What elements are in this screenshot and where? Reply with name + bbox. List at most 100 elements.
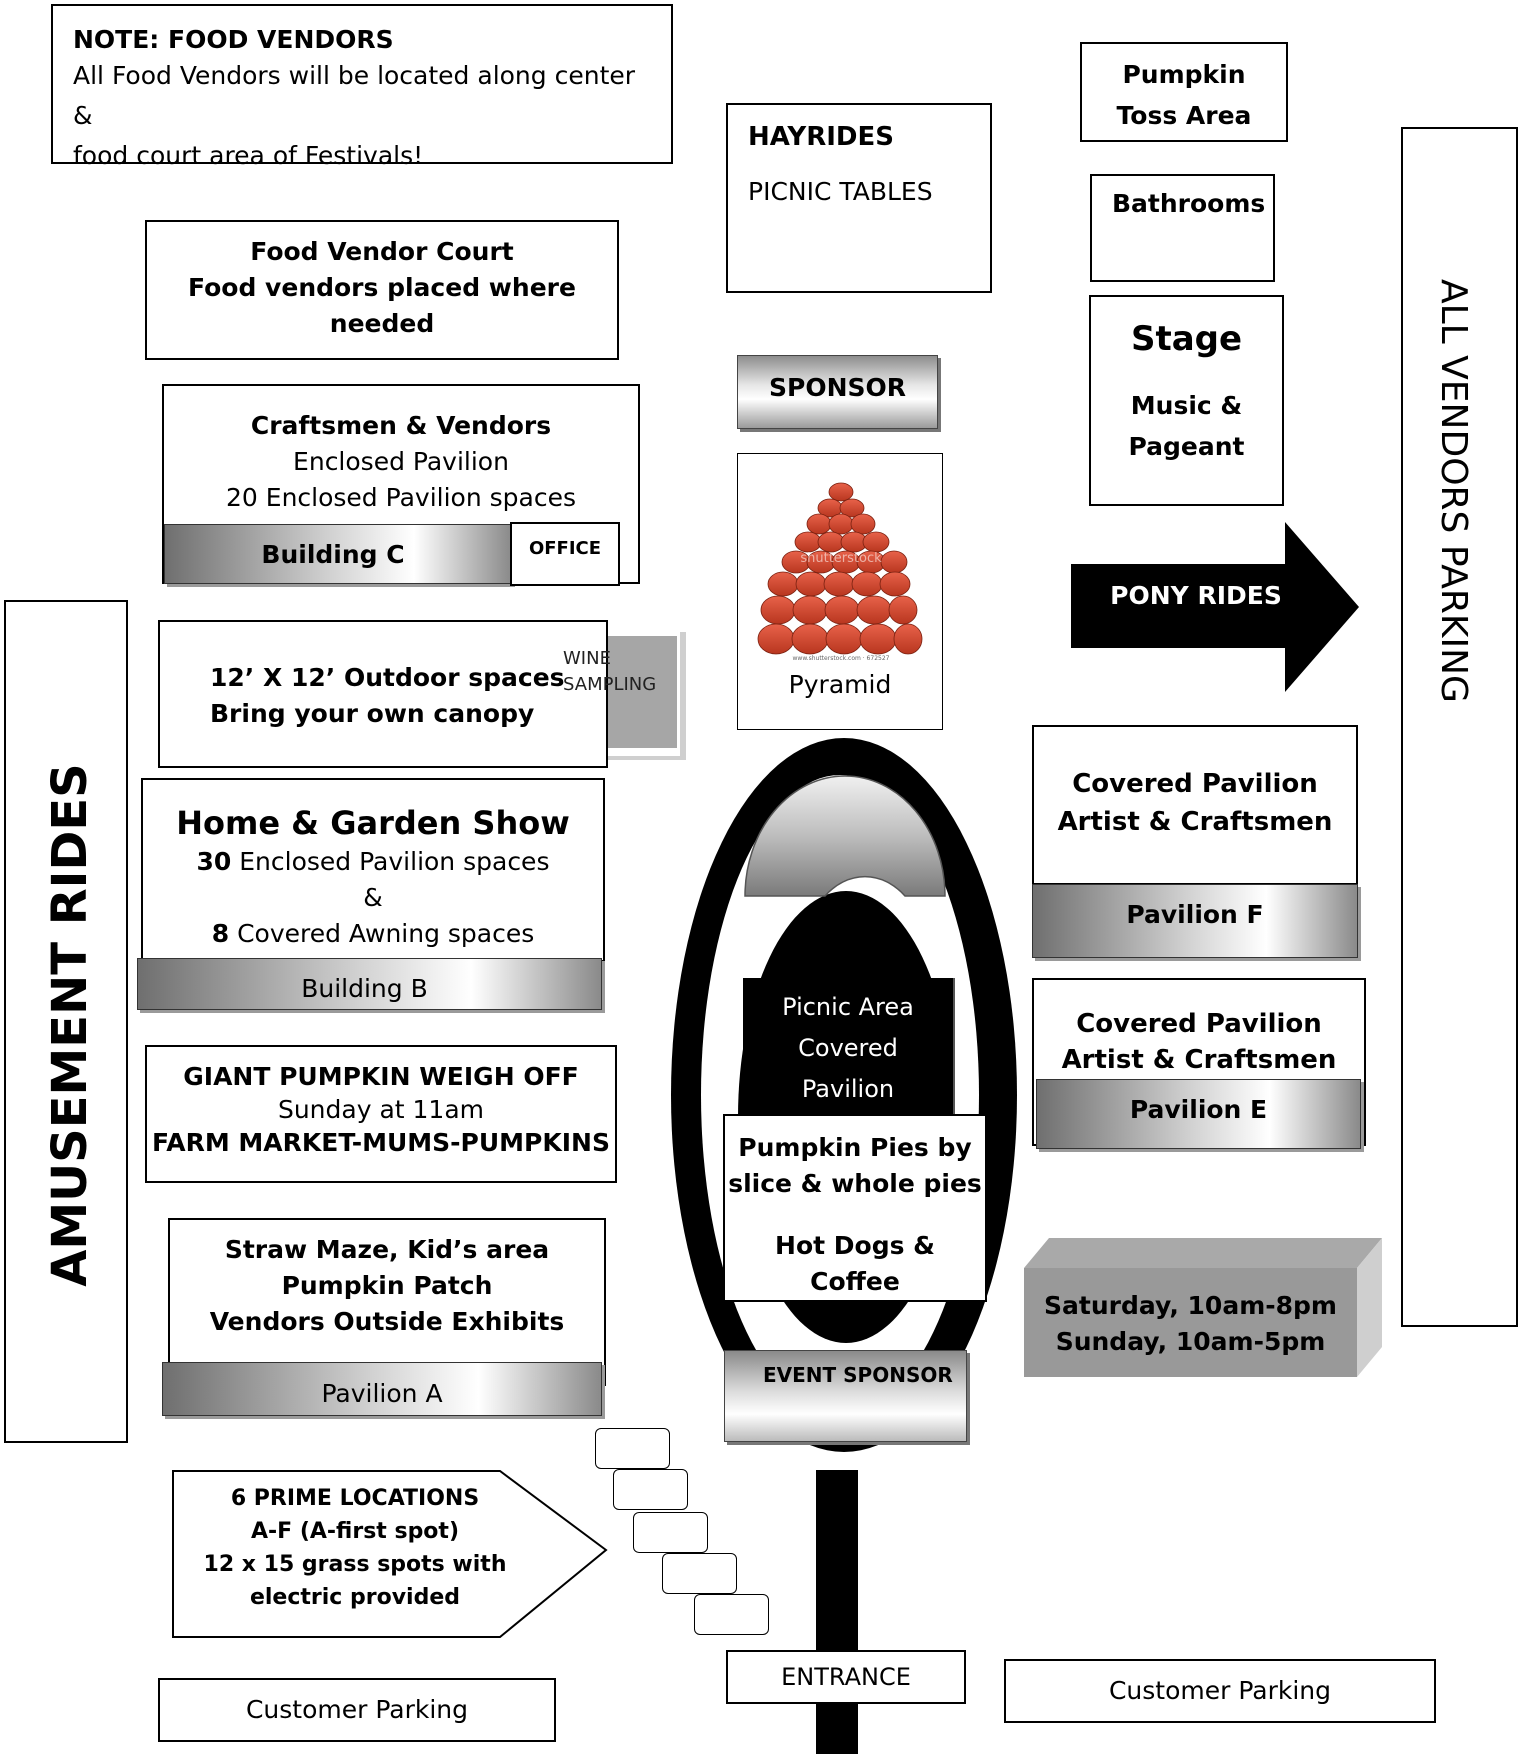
picnic-line: Covered [798,1034,898,1062]
craftsmen-title: Craftsmen & Vendors [250,411,552,440]
outdoor-line: 12’ X 12’ Outdoor spaces [210,663,565,692]
stage: Stage Music & Pageant [1089,295,1284,506]
food-court-line: needed [329,309,435,338]
food-vendors-note: NOTE: FOOD VENDORS All Food Vendors will… [51,4,673,170]
prime-spot [595,1428,670,1469]
pies-hot-dogs-coffee: Pumpkin Pies by slice & whole pies Hot D… [723,1114,987,1302]
picnic-line: Picnic Area [782,993,914,1021]
home-garden-title: Home & Garden Show [176,804,570,842]
pavilion-e: Pavilion E [1036,1079,1361,1149]
pavilion-f: Pavilion F [1032,884,1358,958]
wine-line: WINE [563,648,611,669]
prime-spot [662,1553,737,1594]
building-c-label: Building C [261,540,405,569]
prime-line: electric provided [249,1585,461,1610]
wine-line: SAMPLING [563,674,657,695]
craftsmen-line: Enclosed Pavilion [293,447,509,476]
building-c: Building C [164,524,512,584]
entrance-path [816,1470,858,1754]
hours-saturday: Saturday, 10am-8pm [1044,1291,1337,1320]
giant-pumpkin-weigh-off: GIANT PUMPKIN WEIGH OFF Sunday at 11am F… [145,1045,617,1183]
all-vendors-parking: ALL VENDORS PARKING [1401,127,1518,1327]
food-vendor-court: Food Vendor Court Food vendors placed wh… [145,220,619,360]
home-garden-amp: & [363,883,383,912]
pony-rides-text: PONY RIDES [1110,581,1282,610]
stage-line: Music & [1130,391,1243,420]
prime-spot [633,1512,708,1553]
pumpkin-icon [757,482,923,655]
bathrooms-label: Bathrooms [1112,189,1266,218]
entrance: ENTRANCE [726,1650,966,1704]
festival-hours: Saturday, 10am-8pm Sunday, 10am-5pm [1024,1288,1357,1360]
event-sponsor-banner: EVENT SPONSOR [724,1350,967,1442]
home-garden-line: 8 Covered Awning spaces [143,916,603,952]
pavilion-f-line: Covered Pavilion [1072,769,1318,799]
hayrides-title: HAYRIDES [748,122,894,152]
wine-sampling-label: WINE SAMPLING [563,646,656,698]
prime-locations-text: 6 PRIME LOCATIONS A-F (A-first spot) 12 … [190,1482,520,1614]
weigh-off-line: FARM MARKET-MUMS-PUMPKINS [152,1128,610,1157]
customer-parking-label: Customer Parking [1108,1676,1332,1705]
note-line: food court area of Festivals! [73,141,424,170]
pies-line: slice & whole pies [728,1169,982,1198]
prime-spot [613,1469,688,1510]
food-court-title: Food Vendor Court [250,237,514,266]
hayrides-area: HAYRIDES PICNIC TABLES [726,103,992,293]
pony-rides-arrow [1071,522,1359,692]
pony-rides-label: PONY RIDES [1071,578,1321,614]
maze-line: Pumpkin Patch [281,1271,493,1300]
entrance-label: ENTRANCE [781,1663,911,1691]
weigh-off-time: Sunday at 11am [277,1095,485,1124]
hours-sunday: Sunday, 10am-5pm [1055,1327,1326,1356]
straw-maze-area: Straw Maze, Kid’s area Pumpkin Patch Ven… [168,1218,606,1386]
covered-pavilion-f: Covered Pavilion Artist & Craftsmen [1032,725,1358,885]
prime-locations-shape [172,1470,608,1638]
prime-spot [694,1594,769,1635]
hours-block-side [1357,1238,1382,1377]
office-label: OFFICE [528,538,602,559]
pumpkin-toss-line: Pumpkin [1122,60,1246,89]
bathrooms: Bathrooms [1090,174,1275,282]
pavilion-f-line: Artist & Craftsmen [1057,807,1333,837]
prime-line: 6 PRIME LOCATIONS [230,1486,480,1511]
note-line: All Food Vendors will be located along c… [73,61,636,130]
sponsor-banner: SPONSOR [737,355,938,429]
pavilion-f-label: Pavilion F [1126,900,1264,929]
maze-line: Vendors Outside Exhibits [209,1307,565,1336]
home-garden-text: Enclosed Pavilion spaces [231,847,550,876]
office: OFFICE [510,522,620,586]
pumpkin-pyramid: shutterstock www.shutterstock.com · 6725… [737,453,943,730]
picnic-line: Pavilion [801,1075,895,1103]
home-garden-show: Home & Garden Show 30 Enclosed Pavilion … [141,778,605,962]
sponsor-label: SPONSOR [768,373,906,402]
outdoor-spaces: 12’ X 12’ Outdoor spaces Bring your own … [158,620,608,768]
pies-line: Hot Dogs & [775,1231,935,1260]
pyramid-credit: www.shutterstock.com · 672527 [793,655,890,662]
weigh-off-title: GIANT PUMPKIN WEIGH OFF [183,1062,579,1091]
home-garden-text: Covered Awning spaces [229,919,535,948]
pavilion-e-line: Artist & Craftsmen [1061,1045,1337,1075]
pavilion-e-label: Pavilion E [1129,1095,1268,1124]
pumpkin-pyramid-image: shutterstock www.shutterstock.com · 6725… [757,482,923,662]
hours-block-top [1024,1238,1382,1268]
home-garden-line: 30 Enclosed Pavilion spaces [143,844,603,880]
arch [744,775,946,897]
building-b-label: Building B [301,974,428,1003]
customer-parking-right: Customer Parking [1004,1659,1436,1723]
pyramid-watermark: shutterstock [800,551,882,566]
home-garden-count: 30 [196,847,232,876]
pavilion-a-label: Pavilion A [321,1379,443,1408]
pumpkin-toss-area: Pumpkin Toss Area [1080,42,1288,142]
home-garden-count: 8 [211,919,230,948]
prime-line: 12 x 15 grass spots with [203,1552,507,1577]
event-sponsor-label: EVENT SPONSOR [763,1363,953,1387]
hours-block-front [1024,1268,1357,1377]
note-title: NOTE: FOOD VENDORS [73,25,394,54]
pumpkin-toss-line: Toss Area [1116,101,1252,130]
maze-line: Straw Maze, Kid’s area [224,1235,550,1264]
pyramid-caption: Pyramid [788,670,892,699]
pies-line: Coffee [810,1267,900,1296]
food-court-line: Food vendors placed where [188,273,576,302]
customer-parking-left: Customer Parking [158,1678,556,1742]
amusement-rides: AMUSEMENT RIDES [4,600,128,1443]
